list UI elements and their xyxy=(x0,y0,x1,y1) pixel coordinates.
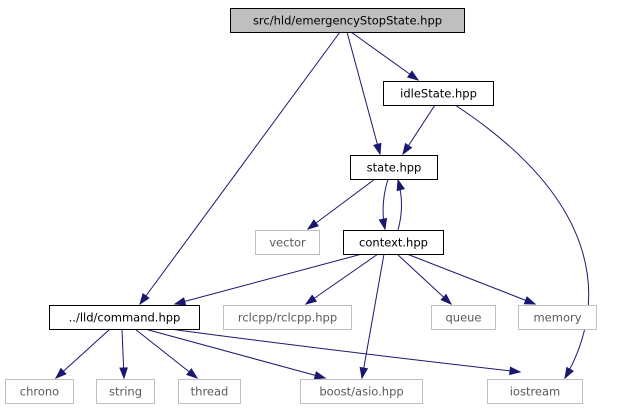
arrowhead xyxy=(54,367,67,379)
node-root[interactable]: src/hld/emergencyStopState.hpp xyxy=(230,8,465,33)
node-label: src/hld/emergencyStopState.hpp xyxy=(253,14,442,28)
node-box xyxy=(300,379,423,404)
node-box xyxy=(431,305,496,330)
edge-context-to-rclcpp xyxy=(304,253,379,305)
edge-line xyxy=(169,328,521,373)
edge-line xyxy=(396,253,452,305)
edge-line xyxy=(406,253,536,305)
node-box xyxy=(5,379,74,404)
arrowhead xyxy=(402,142,413,156)
node-vector[interactable]: vector xyxy=(255,230,320,255)
node-chrono[interactable]: chrono xyxy=(5,379,74,404)
node-command[interactable]: ../lld/command.hpp xyxy=(49,305,200,330)
node-box xyxy=(49,305,200,330)
node-label: memory xyxy=(533,311,581,325)
edge-line xyxy=(139,31,341,305)
edges-layer xyxy=(54,31,590,380)
edge-line xyxy=(174,253,363,305)
arrowhead xyxy=(564,366,574,380)
edge-root-to-idle xyxy=(350,31,420,81)
edge-idle-to-iostream xyxy=(454,104,590,380)
edge-command-to-iostream xyxy=(169,328,522,376)
node-label: vector xyxy=(269,236,306,250)
node-label: thread xyxy=(191,385,229,399)
edge-line xyxy=(350,31,419,81)
edge-line xyxy=(134,328,198,379)
node-label: rclcpp/rclcpp.hpp xyxy=(238,311,337,325)
arrowhead xyxy=(186,368,199,379)
edge-line xyxy=(305,253,379,305)
node-label: boost/asio.hpp xyxy=(319,385,403,399)
node-box xyxy=(518,305,597,330)
node-idle[interactable]: idleState.hpp xyxy=(383,81,494,106)
arrowhead xyxy=(509,366,522,376)
edge-line xyxy=(361,253,385,379)
arrowhead xyxy=(406,70,420,81)
edge-state-to-vector xyxy=(306,178,376,230)
edge-command-to-chrono xyxy=(54,328,111,379)
node-box xyxy=(343,230,444,255)
node-label: context.hpp xyxy=(359,236,428,250)
edge-line xyxy=(55,328,111,379)
node-box xyxy=(96,379,155,404)
arrowhead xyxy=(306,219,319,230)
edge-line xyxy=(346,31,381,155)
node-box xyxy=(255,230,320,255)
edge-line xyxy=(454,104,590,379)
arrowhead xyxy=(359,366,369,380)
node-box xyxy=(230,8,465,33)
edge-line xyxy=(144,328,326,379)
edge-context-to-command xyxy=(173,253,363,306)
arrowhead xyxy=(440,293,453,306)
edge-command-to-thread xyxy=(134,328,199,379)
edge-root-to-command xyxy=(139,31,341,306)
arrowhead xyxy=(304,294,318,305)
arrowhead xyxy=(378,217,388,231)
arrowhead xyxy=(119,367,128,380)
node-string[interactable]: string xyxy=(96,379,155,404)
edge-command-to-boost xyxy=(144,328,327,380)
node-label: string xyxy=(109,385,142,399)
node-iostream[interactable]: iostream xyxy=(487,379,583,404)
arrowhead xyxy=(373,142,382,156)
edge-context-to-memory xyxy=(406,253,537,305)
arrowhead xyxy=(523,296,537,305)
arrowhead xyxy=(139,292,150,306)
node-box xyxy=(178,379,241,404)
edge-state-to-context xyxy=(378,178,389,231)
node-context[interactable]: context.hpp xyxy=(343,230,444,255)
edge-context-to-boost xyxy=(359,253,385,380)
edge-line xyxy=(307,178,376,230)
node-label: chrono xyxy=(20,385,59,399)
arrowhead xyxy=(396,178,405,192)
node-memory[interactable]: memory xyxy=(518,305,597,330)
node-queue[interactable]: queue xyxy=(431,305,496,330)
node-box xyxy=(223,305,352,330)
edge-root-to-state xyxy=(346,31,382,156)
edge-command-to-string xyxy=(119,328,128,380)
node-state[interactable]: state.hpp xyxy=(350,155,438,180)
nodes-layer: src/hld/emergencyStopState.hpp idleState.… xyxy=(5,8,597,404)
node-boost[interactable]: boost/asio.hpp xyxy=(300,379,423,404)
node-box xyxy=(487,379,583,404)
node-label: queue xyxy=(445,311,481,325)
edge-context-to-state xyxy=(396,178,405,231)
node-box xyxy=(350,155,438,180)
node-label: iostream xyxy=(510,385,561,399)
node-label: state.hpp xyxy=(367,161,422,175)
arrowhead xyxy=(313,371,327,380)
edge-context-to-queue xyxy=(396,253,453,306)
node-label: idleState.hpp xyxy=(400,87,477,101)
node-label: ../lld/command.hpp xyxy=(69,311,181,325)
arrowhead xyxy=(173,297,187,306)
node-thread[interactable]: thread xyxy=(178,379,241,404)
node-box xyxy=(383,81,494,106)
node-rclcpp[interactable]: rclcpp/rclcpp.hpp xyxy=(223,305,352,330)
edge-idle-to-state xyxy=(402,104,436,156)
